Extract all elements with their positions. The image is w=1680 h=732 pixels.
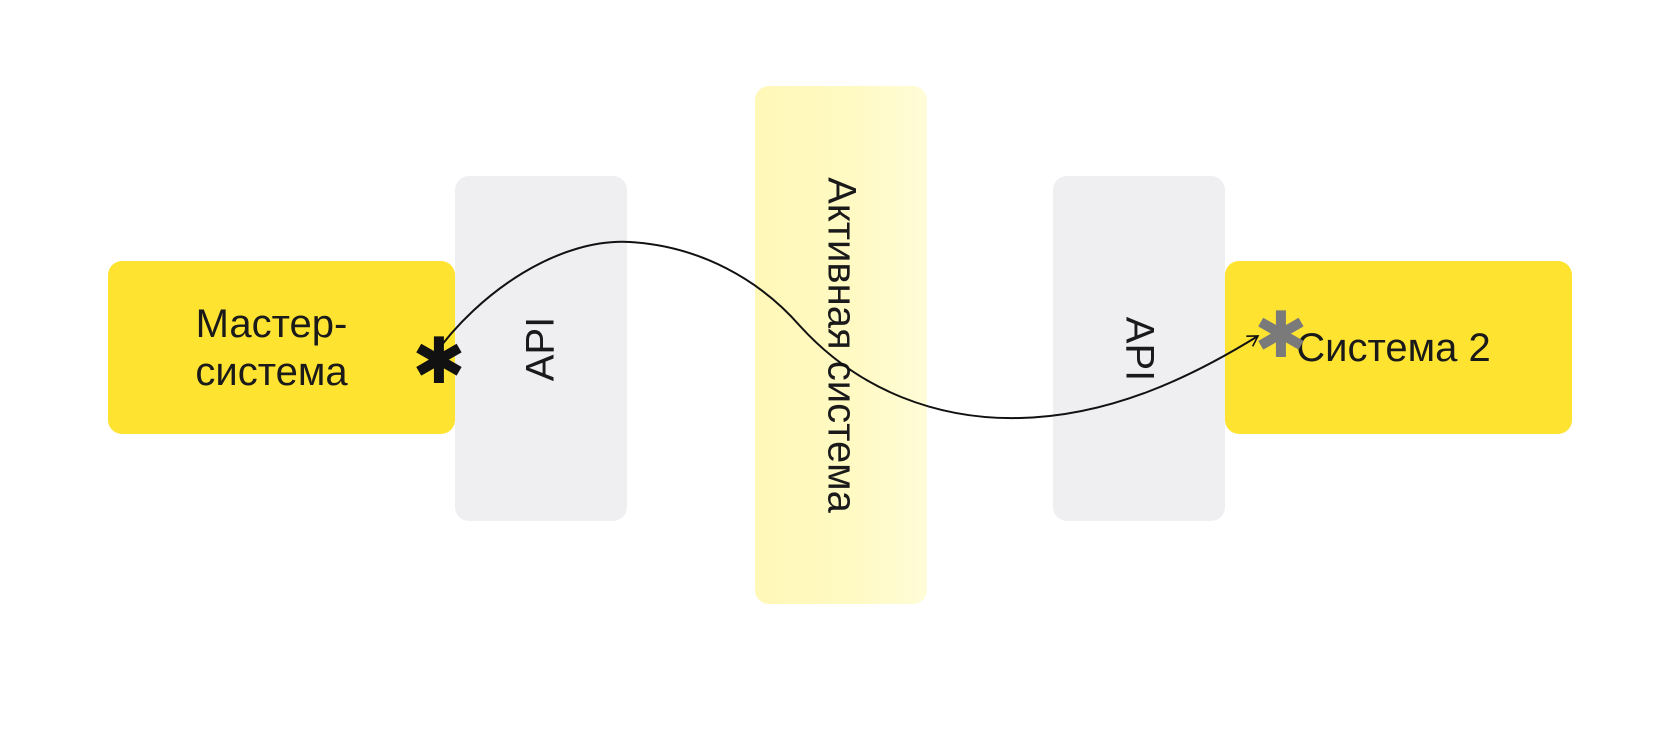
end-marker-icon: ✱ — [1254, 299, 1308, 373]
master-system-label: Мастер- система — [195, 301, 348, 394]
master-system-box: Мастер- система — [108, 261, 455, 434]
start-marker-icon: ✱ — [412, 325, 466, 399]
active-system-label: Активная система — [819, 177, 864, 513]
system-2-box: Система 2 — [1225, 261, 1572, 434]
api-left-box: API — [455, 176, 627, 521]
api-right-box: API — [1053, 176, 1225, 521]
system-2-label: Система 2 — [1296, 325, 1491, 370]
active-system-box: Активная система — [755, 86, 927, 604]
api-right-label: API — [1117, 316, 1162, 381]
api-left-label: API — [518, 316, 563, 381]
